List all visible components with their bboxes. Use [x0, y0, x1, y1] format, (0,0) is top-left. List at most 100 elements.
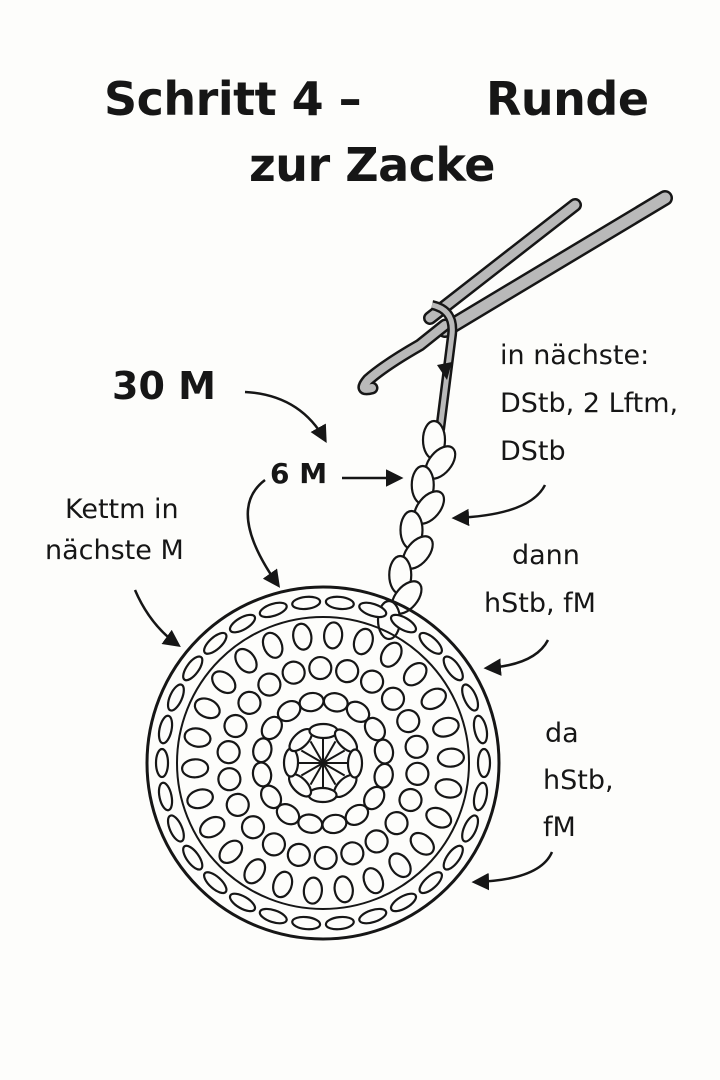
- stitch: [298, 691, 325, 713]
- stitch: [193, 697, 221, 720]
- stitch: [322, 621, 344, 650]
- arrow-kettm: [246, 479, 281, 588]
- stitch: [186, 788, 214, 810]
- stitch: [358, 907, 388, 925]
- stitch: [228, 613, 257, 634]
- stitch: [442, 844, 464, 871]
- stitch: [203, 871, 228, 895]
- stitch: [217, 767, 242, 792]
- stitch: [297, 813, 324, 834]
- stitch: [321, 813, 348, 835]
- stitch: [346, 748, 364, 779]
- stitch: [240, 815, 266, 840]
- stitch: [362, 867, 385, 895]
- stitch: [472, 781, 489, 812]
- stitch: [373, 738, 395, 765]
- stitch: [418, 871, 443, 895]
- arrow-next: [451, 484, 547, 527]
- label-next-3: DStb: [500, 436, 566, 467]
- stitch: [243, 858, 267, 885]
- stitch: [272, 870, 294, 899]
- stitch: [291, 915, 322, 931]
- stitch: [234, 647, 258, 674]
- stitch: [442, 655, 464, 682]
- stitch: [436, 747, 465, 768]
- center-spoke: [300, 749, 324, 764]
- stitch: [199, 815, 226, 839]
- stitch: [166, 683, 185, 712]
- stitch: [251, 761, 273, 788]
- stitch: [307, 786, 338, 804]
- stitch: [308, 655, 333, 681]
- arrow-there: [471, 851, 554, 891]
- label-slip-1: Kettm in: [65, 494, 179, 525]
- stitch: [420, 687, 447, 711]
- arrow-slip: [133, 589, 181, 648]
- stitch: [223, 713, 248, 739]
- stitch: [308, 722, 339, 740]
- stitch: [384, 811, 409, 836]
- crochet-circle: [145, 585, 501, 941]
- stitch: [216, 740, 241, 765]
- stitch: [380, 686, 406, 711]
- stitch: [157, 781, 174, 812]
- stitch: [389, 613, 418, 634]
- stitch: [313, 845, 338, 871]
- stitch: [434, 778, 463, 799]
- label-6m: 6 M: [270, 457, 328, 490]
- stitch: [225, 792, 250, 818]
- stitch: [396, 708, 421, 734]
- stitch: [261, 631, 284, 659]
- stitch: [461, 683, 480, 712]
- stitch: [398, 787, 423, 813]
- label-next-2: DStb, 2 Lftm,: [500, 388, 679, 419]
- stitch: [324, 595, 355, 611]
- label-next-1: in nächste:: [500, 340, 650, 371]
- stitch: [388, 852, 412, 879]
- stitch: [257, 672, 282, 697]
- center-spoke: [322, 740, 337, 764]
- stitch: [166, 814, 185, 843]
- stitch: [258, 907, 288, 925]
- stitch: [364, 829, 389, 854]
- stitch: [389, 892, 418, 913]
- crochet-hook-icon: [357, 190, 673, 431]
- stitch: [281, 660, 306, 685]
- title-line2: zur Zacke: [249, 138, 495, 192]
- stitch: [218, 839, 244, 865]
- stitch: [359, 669, 385, 694]
- arrow-30m: [244, 390, 327, 444]
- stitch: [432, 716, 460, 738]
- arrow-then: [483, 639, 550, 676]
- label-30m: 30 M: [112, 364, 216, 408]
- center-spoke: [309, 740, 324, 764]
- stitch: [340, 841, 365, 866]
- label-there-1: da: [545, 718, 579, 749]
- stitch: [183, 727, 212, 748]
- label-slip-2: nächste M: [45, 535, 184, 566]
- stitch: [379, 641, 403, 668]
- stitch: [252, 737, 273, 764]
- center-spoke: [322, 762, 346, 777]
- stitch: [228, 892, 257, 913]
- stitch: [373, 762, 394, 789]
- stitch: [154, 747, 170, 779]
- center-spoke: [309, 762, 324, 786]
- stitch: [302, 876, 324, 905]
- label-then-1: dann: [512, 540, 580, 571]
- stitch: [402, 661, 428, 687]
- stitch: [261, 832, 287, 857]
- stitch: [335, 659, 360, 684]
- stitch: [203, 631, 228, 655]
- stitch: [409, 831, 435, 856]
- stitch: [157, 714, 174, 745]
- stitch: [322, 692, 349, 713]
- title-line1-right: Runde: [486, 72, 649, 126]
- stitch: [182, 844, 204, 871]
- stitch: [324, 915, 355, 931]
- stitch: [333, 875, 354, 904]
- label-there-2: hStb,: [543, 765, 614, 796]
- stitch: [358, 601, 388, 619]
- stitch: [181, 758, 210, 779]
